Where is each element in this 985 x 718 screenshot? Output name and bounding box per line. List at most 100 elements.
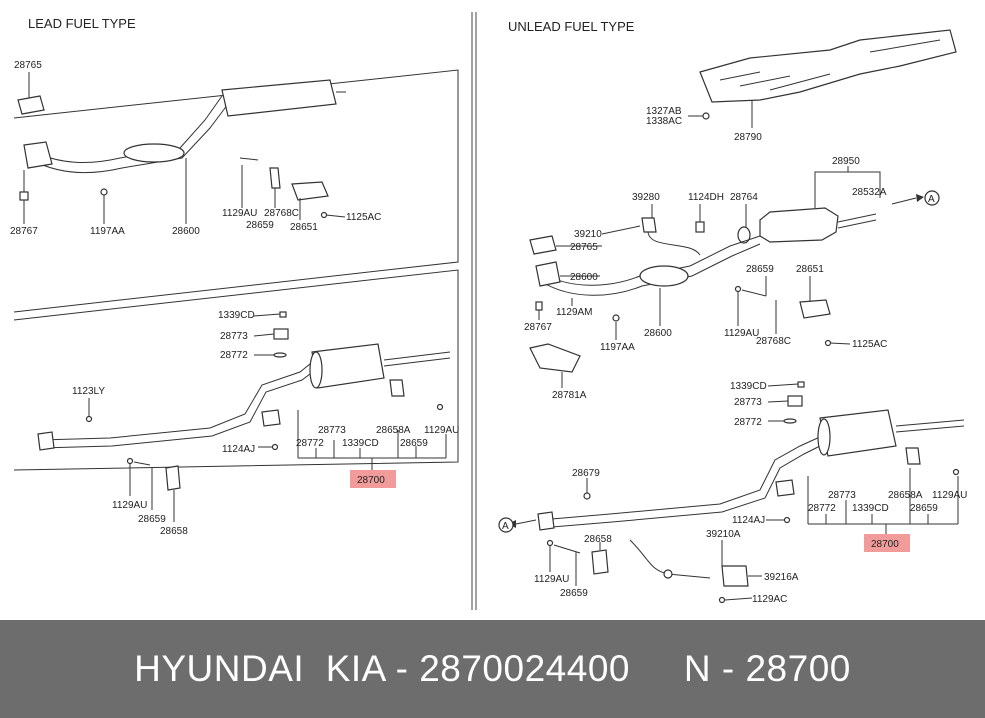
- bolt-part: [783, 516, 791, 524]
- part-label: 1129AU: [724, 328, 759, 339]
- part-label: 28651: [290, 222, 318, 233]
- hanger-rubber: [905, 447, 921, 465]
- clamp-part: [273, 352, 287, 358]
- footer-part-number-text: HYUNDAI KIA - 2870024400 N - 28700: [134, 648, 851, 689]
- bolt-part: [100, 188, 108, 196]
- part-label: 28659: [400, 438, 428, 449]
- part-label: 28651: [796, 264, 824, 275]
- part-label: 28772: [296, 438, 324, 449]
- part-label: 1129AU: [534, 574, 569, 585]
- part-label: 39280: [632, 192, 660, 203]
- gasket-part: [529, 235, 557, 255]
- part-label: 28768C: [264, 208, 299, 219]
- part-label: 1197AA: [600, 342, 635, 353]
- main-muffler: [311, 343, 385, 389]
- part-label: 1125AC: [346, 212, 381, 223]
- left-section-title: LEAD FUEL TYPE: [28, 16, 136, 31]
- part-label: 1339CD: [342, 438, 379, 449]
- pre-muffler: [221, 79, 337, 117]
- bolt-part: [952, 468, 960, 476]
- part-label: 1327AB: [646, 106, 682, 117]
- bolt-part: [436, 403, 444, 411]
- bolt-part: [546, 539, 554, 547]
- part-label: 28659: [246, 220, 274, 231]
- bolt-part: [734, 285, 742, 293]
- part-label: 28659: [910, 503, 938, 514]
- flange-part: [537, 511, 555, 531]
- bracket-part: [529, 343, 581, 373]
- bolt-part: [824, 339, 832, 347]
- part-label: 28767: [524, 322, 552, 333]
- part-label: 28773: [220, 331, 248, 342]
- sensor-bracket: [721, 565, 749, 587]
- hanger-rubber: [165, 465, 181, 491]
- part-label: 28600: [172, 226, 200, 237]
- right-diagram: A: [498, 29, 965, 604]
- part-label: 39210A: [706, 529, 741, 540]
- part-label: 28773: [318, 425, 346, 436]
- highlighted-part-box: [350, 470, 396, 488]
- part-label: 1129AU: [222, 208, 257, 219]
- part-label: 28781A: [552, 390, 587, 401]
- flange-part: [37, 431, 55, 451]
- part-label: 28765: [14, 60, 42, 71]
- exhaust-parts-diagram: LEAD FUEL TYPE UNLEAD FUEL TYPE: [10, 12, 967, 610]
- part-label: 28600: [570, 272, 598, 283]
- part-label: 1129AU: [932, 490, 967, 501]
- part-label: 28600: [644, 328, 672, 339]
- left-lower-panel: [13, 269, 459, 522]
- catalytic-converter: [759, 207, 839, 243]
- part-label: 1339CD: [852, 503, 889, 514]
- part-number-footer: HYUNDAI KIA - 2870024400 N - 28700: [0, 620, 985, 718]
- bolt-part: [271, 443, 279, 451]
- reference-marker-a: [498, 517, 514, 533]
- part-label: 28773: [828, 490, 856, 501]
- sensor-part: [663, 569, 673, 579]
- part-label: 28773: [734, 397, 762, 408]
- part-label: 1129AM: [556, 307, 593, 318]
- part-label: 28679: [572, 468, 600, 479]
- part-label: 28658A: [376, 425, 411, 436]
- sensor-part: [641, 217, 657, 233]
- right-section-title: UNLEAD FUEL TYPE: [508, 19, 635, 34]
- part-label: 28532A: [852, 187, 887, 198]
- bolt-part: [702, 112, 710, 120]
- part-label: 1124DH: [688, 192, 724, 203]
- part-label: 28764: [730, 192, 758, 203]
- hanger-rubber: [389, 379, 405, 397]
- gasket-part: [17, 95, 45, 115]
- reference-marker-a-label: A: [502, 521, 509, 532]
- main-muffler: [819, 409, 897, 457]
- bolt-part: [718, 596, 726, 604]
- hanger-bracket: [261, 409, 281, 427]
- hanger-rubber: [273, 328, 289, 340]
- part-label: 28658: [584, 534, 612, 545]
- hanger-rubber: [269, 167, 281, 189]
- part-label: 1339CD: [730, 381, 767, 392]
- left-upper-panel: [13, 69, 459, 313]
- hanger-bracket: [799, 299, 831, 319]
- flex-pipe: [639, 265, 689, 287]
- nut-part: [797, 381, 805, 388]
- part-label: 1129AU: [424, 425, 459, 436]
- bolt-part: [320, 211, 328, 219]
- heat-protector: [699, 29, 957, 103]
- highlighted-part-box: [864, 534, 910, 552]
- part-label: 1123LY: [72, 386, 105, 397]
- hanger-rubber: [591, 549, 609, 575]
- highlighted-part-label: 28700: [871, 539, 899, 550]
- part-label: 28790: [734, 132, 762, 143]
- bolt-part: [85, 415, 93, 423]
- part-label: 1197AA: [90, 226, 125, 237]
- reference-marker-a: [924, 190, 940, 206]
- manifold-flange: [23, 141, 53, 169]
- hanger-rubber: [787, 395, 803, 407]
- part-label: 1129AU: [112, 500, 147, 511]
- flex-pipe: [123, 143, 185, 163]
- part-label: 28659: [138, 514, 166, 525]
- bolt-part: [126, 457, 134, 465]
- part-label: 28659: [746, 264, 774, 275]
- hanger-bracket: [291, 181, 329, 201]
- part-label: 1124AJ: [732, 515, 765, 526]
